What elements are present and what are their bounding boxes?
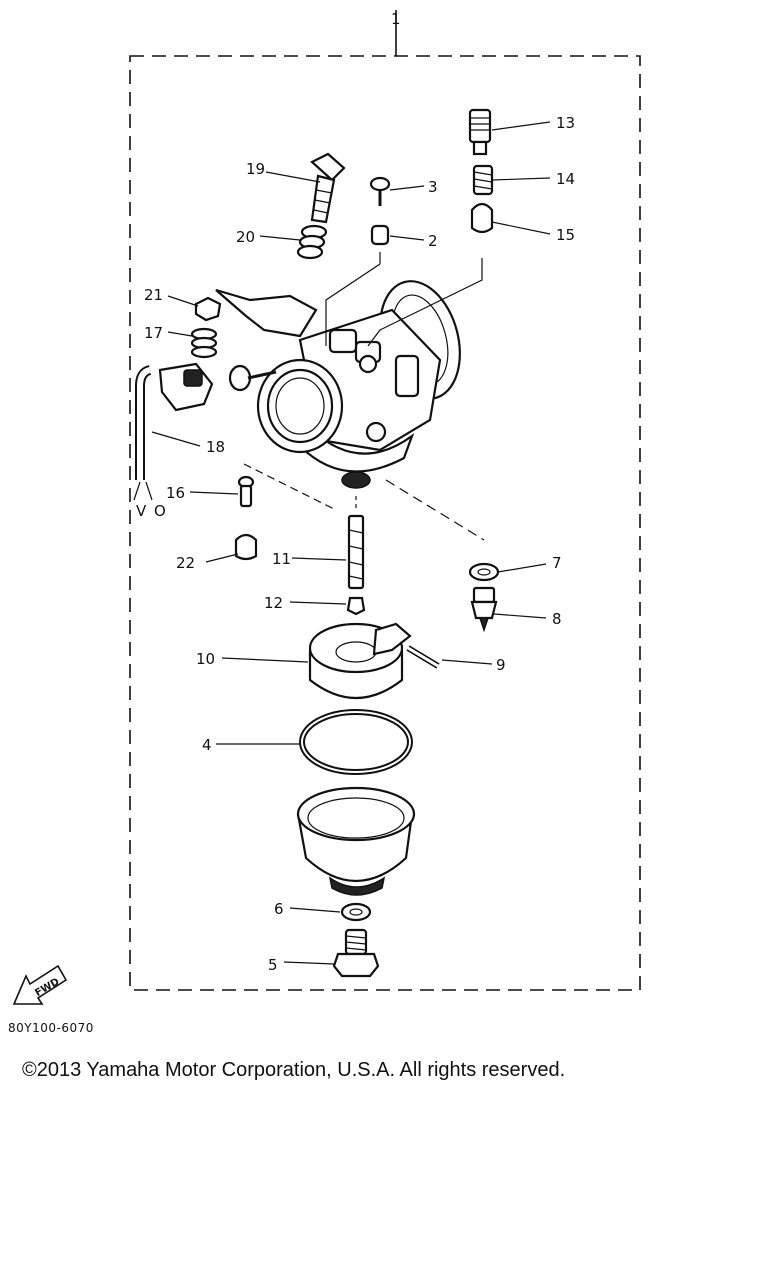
leader-line-15: [491, 221, 551, 235]
part-3-screw: [369, 176, 391, 206]
callout-3: 3: [428, 178, 438, 196]
leader-line-17: [167, 331, 193, 337]
leader-line-14: [491, 177, 551, 181]
leader-line-7b: [385, 479, 485, 541]
assembly-boundary: [129, 55, 641, 991]
leader-line-6: [289, 907, 341, 913]
callout-10: 10: [196, 650, 215, 668]
leader-line-18: [151, 431, 201, 447]
callout-1: 1: [391, 10, 401, 28]
callout-labels: 1 2 3 4 5 6 7 8 9 10 11 12 13 14 15 16 1…: [144, 10, 575, 974]
callout-21: 21: [144, 286, 163, 304]
leader-line-16: [189, 491, 239, 495]
callout-13: 13: [556, 114, 575, 132]
leader-line-13: [491, 121, 551, 131]
part-12-main-jet: [346, 596, 366, 616]
callout-14: 14: [556, 170, 575, 188]
part-15-cap: [470, 202, 494, 234]
part-19-throttle-stop-screw: [310, 152, 346, 224]
leader-line-2c: [325, 263, 381, 346]
callout-22: 22: [176, 554, 195, 572]
part-7-washer: [468, 562, 500, 582]
leader-line-19: [265, 171, 321, 183]
part-5-drain-plug: [332, 928, 380, 978]
leader-line-20: [259, 235, 301, 241]
part-21-nut: [194, 296, 222, 322]
callout-15: 15: [556, 226, 575, 244]
part-11-needle-jet: [347, 514, 365, 590]
leader-line-9: [441, 659, 493, 665]
leader-line-21: [167, 295, 199, 307]
callout-18: 18: [206, 438, 225, 456]
part-20-spring: [296, 224, 328, 260]
leader-line-7: [497, 563, 547, 573]
part-16-jet: [237, 475, 255, 508]
leader-line-15b: [367, 258, 483, 347]
fwd-arrow-icon: FWD: [12, 964, 68, 1005]
leader-line-22: [205, 553, 239, 563]
part-14-spring: [472, 164, 494, 196]
callout-8: 8: [552, 610, 562, 628]
part-2-bushing: [370, 224, 390, 246]
callout-11: 11: [272, 550, 291, 568]
carburetor-exploded-view: V O: [12, 10, 641, 1005]
callout-4: 4: [202, 736, 212, 754]
part-18-choke-hose: [133, 362, 214, 501]
leader-line-12: [289, 601, 347, 605]
part-code: 80Y100-6070: [8, 1021, 94, 1035]
copyright-notice: ©2013 Yamaha Motor Corporation, U.S.A. A…: [22, 1059, 566, 1081]
letter-v: V: [136, 502, 147, 520]
part-13-pilot-screw: [468, 108, 492, 156]
leader-line-16b: [243, 463, 337, 511]
callout-17: 17: [144, 324, 163, 342]
carburetor-body: [215, 280, 461, 489]
callout-6: 6: [274, 900, 284, 918]
leader-line-3: [389, 185, 425, 191]
part-10-float: [308, 622, 412, 699]
float-bowl: [296, 786, 416, 896]
callout-16: 16: [166, 484, 185, 502]
callout-19: 19: [246, 160, 265, 178]
callout-2: 2: [428, 232, 438, 250]
callout-12: 12: [264, 594, 283, 612]
callout-9: 9: [496, 656, 506, 674]
leader-line-2: [389, 235, 425, 241]
part-6-washer: [340, 902, 372, 922]
callout-7: 7: [552, 554, 562, 572]
part-17-spring: [190, 327, 218, 359]
leader-line-8: [493, 613, 547, 619]
part-8-float-valve: [470, 586, 498, 633]
callout-20: 20: [236, 228, 255, 246]
callout-5: 5: [268, 956, 278, 974]
leader-line-5: [283, 961, 335, 965]
part-22-jet-holder: [234, 533, 258, 561]
part-9-float-pin: [406, 645, 440, 669]
part-4-gasket: [299, 709, 413, 775]
leader-line-11: [291, 557, 347, 561]
letter-o: O: [154, 502, 166, 520]
leader-line-10: [221, 657, 309, 663]
